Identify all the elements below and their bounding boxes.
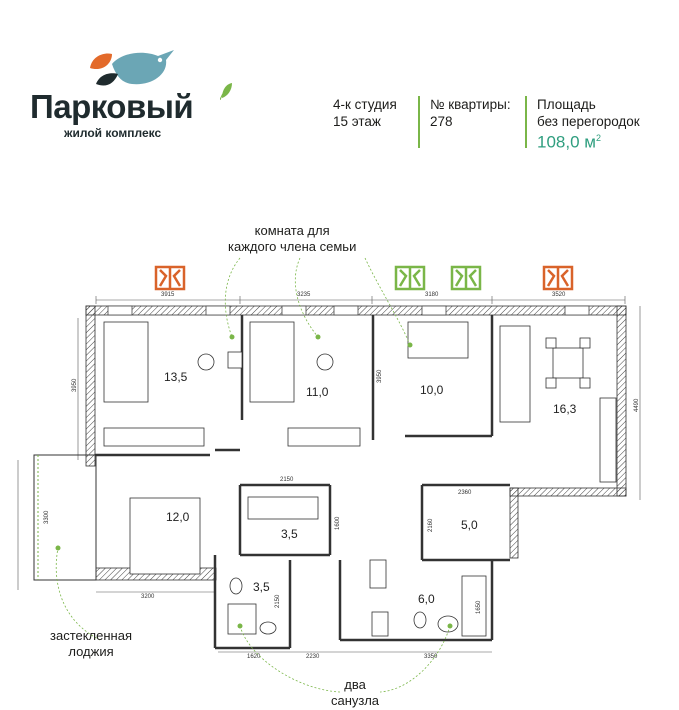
dim-2230: 2230 <box>306 654 320 660</box>
bedroom-area: 12,0 <box>166 510 190 524</box>
room-area-11-0: 11,0 <box>306 385 329 399</box>
callout-rooms-line1: комната для <box>254 223 330 238</box>
bathroom-1-area: 3,5 <box>253 580 270 594</box>
dim-3950-mid: 3950 <box>377 369 383 383</box>
area-block: Площадь без перегородок 108,0 м2 <box>537 96 640 151</box>
room-area-13-5: 13,5 <box>164 370 188 384</box>
area-label-line2: без перегородок <box>537 114 640 129</box>
callout-leaders <box>55 257 451 693</box>
callout-rooms-line2: каждого члена семьи <box>228 239 357 254</box>
callout-bathrooms: два санузла <box>331 677 379 709</box>
dim-3520: 3520 <box>552 292 566 298</box>
dim-2150-bath: 2150 <box>275 594 281 608</box>
leaf-accent-icon <box>220 83 232 100</box>
dim-3300: 3300 <box>44 510 50 524</box>
callout-bathrooms-line1: два <box>344 677 366 692</box>
window-icon-green-1 <box>394 265 426 291</box>
dim-3235: 3235 <box>297 292 311 298</box>
apartment-floor: 15 этаж <box>333 114 381 129</box>
storage-area: 5,0 <box>461 518 478 532</box>
bird-leaf-logo-icon <box>90 50 174 86</box>
callout-bathrooms-line2: санузла <box>331 693 380 708</box>
apartment-number-label: № квартиры: <box>430 97 511 112</box>
apartment-number: 278 <box>430 114 453 129</box>
dim-1600: 1600 <box>335 516 341 530</box>
apartment-number-block: № квартиры: 278 <box>430 96 511 130</box>
area-unit-superscript: 2 <box>595 133 601 143</box>
room-area-10-0: 10,0 <box>420 383 444 397</box>
callout-loggia-line1: застекленная <box>50 628 133 643</box>
windows <box>107 305 590 316</box>
dimension-lines <box>17 296 641 653</box>
brand-name: Парковый <box>30 88 194 125</box>
window-icon-orange-1 <box>154 265 186 291</box>
dim-1650: 1650 <box>476 600 482 614</box>
callout-dots <box>55 334 453 629</box>
dim-2160: 2160 <box>428 518 434 532</box>
info-divider <box>418 96 420 148</box>
dim-3950-left: 3950 <box>72 378 78 392</box>
area-label-line1: Площадь <box>537 97 596 112</box>
dim-3200: 3200 <box>141 594 155 600</box>
area-value: 108,0 м2 <box>537 130 640 151</box>
bed-icon <box>103 321 469 575</box>
dim-1620: 1620 <box>247 654 261 660</box>
bathroom-fixtures <box>227 559 487 637</box>
kitchen-area: 16,3 <box>553 402 577 416</box>
interior-walls <box>95 315 510 650</box>
callout-rooms: комната для каждого члена семьи <box>228 223 356 255</box>
logo: Парковый жилой комплекс <box>30 44 240 144</box>
bathroom-2-area: 6,0 <box>418 592 435 606</box>
area-number: 108,0 м <box>537 132 596 152</box>
closet-area: 3,5 <box>281 527 298 541</box>
dim-3350: 3350 <box>424 654 438 660</box>
apartment-type: 4-к студия 15 этаж <box>333 96 397 130</box>
brand-subtitle: жилой комплекс <box>64 126 162 140</box>
dim-2360: 2360 <box>458 490 472 496</box>
info-divider <box>525 96 527 148</box>
dim-3915: 3915 <box>161 292 175 298</box>
sofa-icon <box>103 325 531 520</box>
dim-4490: 4490 <box>634 398 640 412</box>
loggia <box>33 454 97 581</box>
apartment-type-line1: 4-к студия <box>333 97 397 112</box>
dim-2150-top: 2150 <box>280 477 294 483</box>
callout-loggia-line2: лоджия <box>68 644 114 659</box>
desk-icon <box>197 351 334 371</box>
window-icon-orange-2 <box>542 265 574 291</box>
callout-loggia: застекленная лоджия <box>50 628 132 660</box>
dining-table-icon <box>545 337 617 483</box>
window-icon-green-2 <box>450 265 482 291</box>
dim-3180: 3180 <box>425 292 439 298</box>
